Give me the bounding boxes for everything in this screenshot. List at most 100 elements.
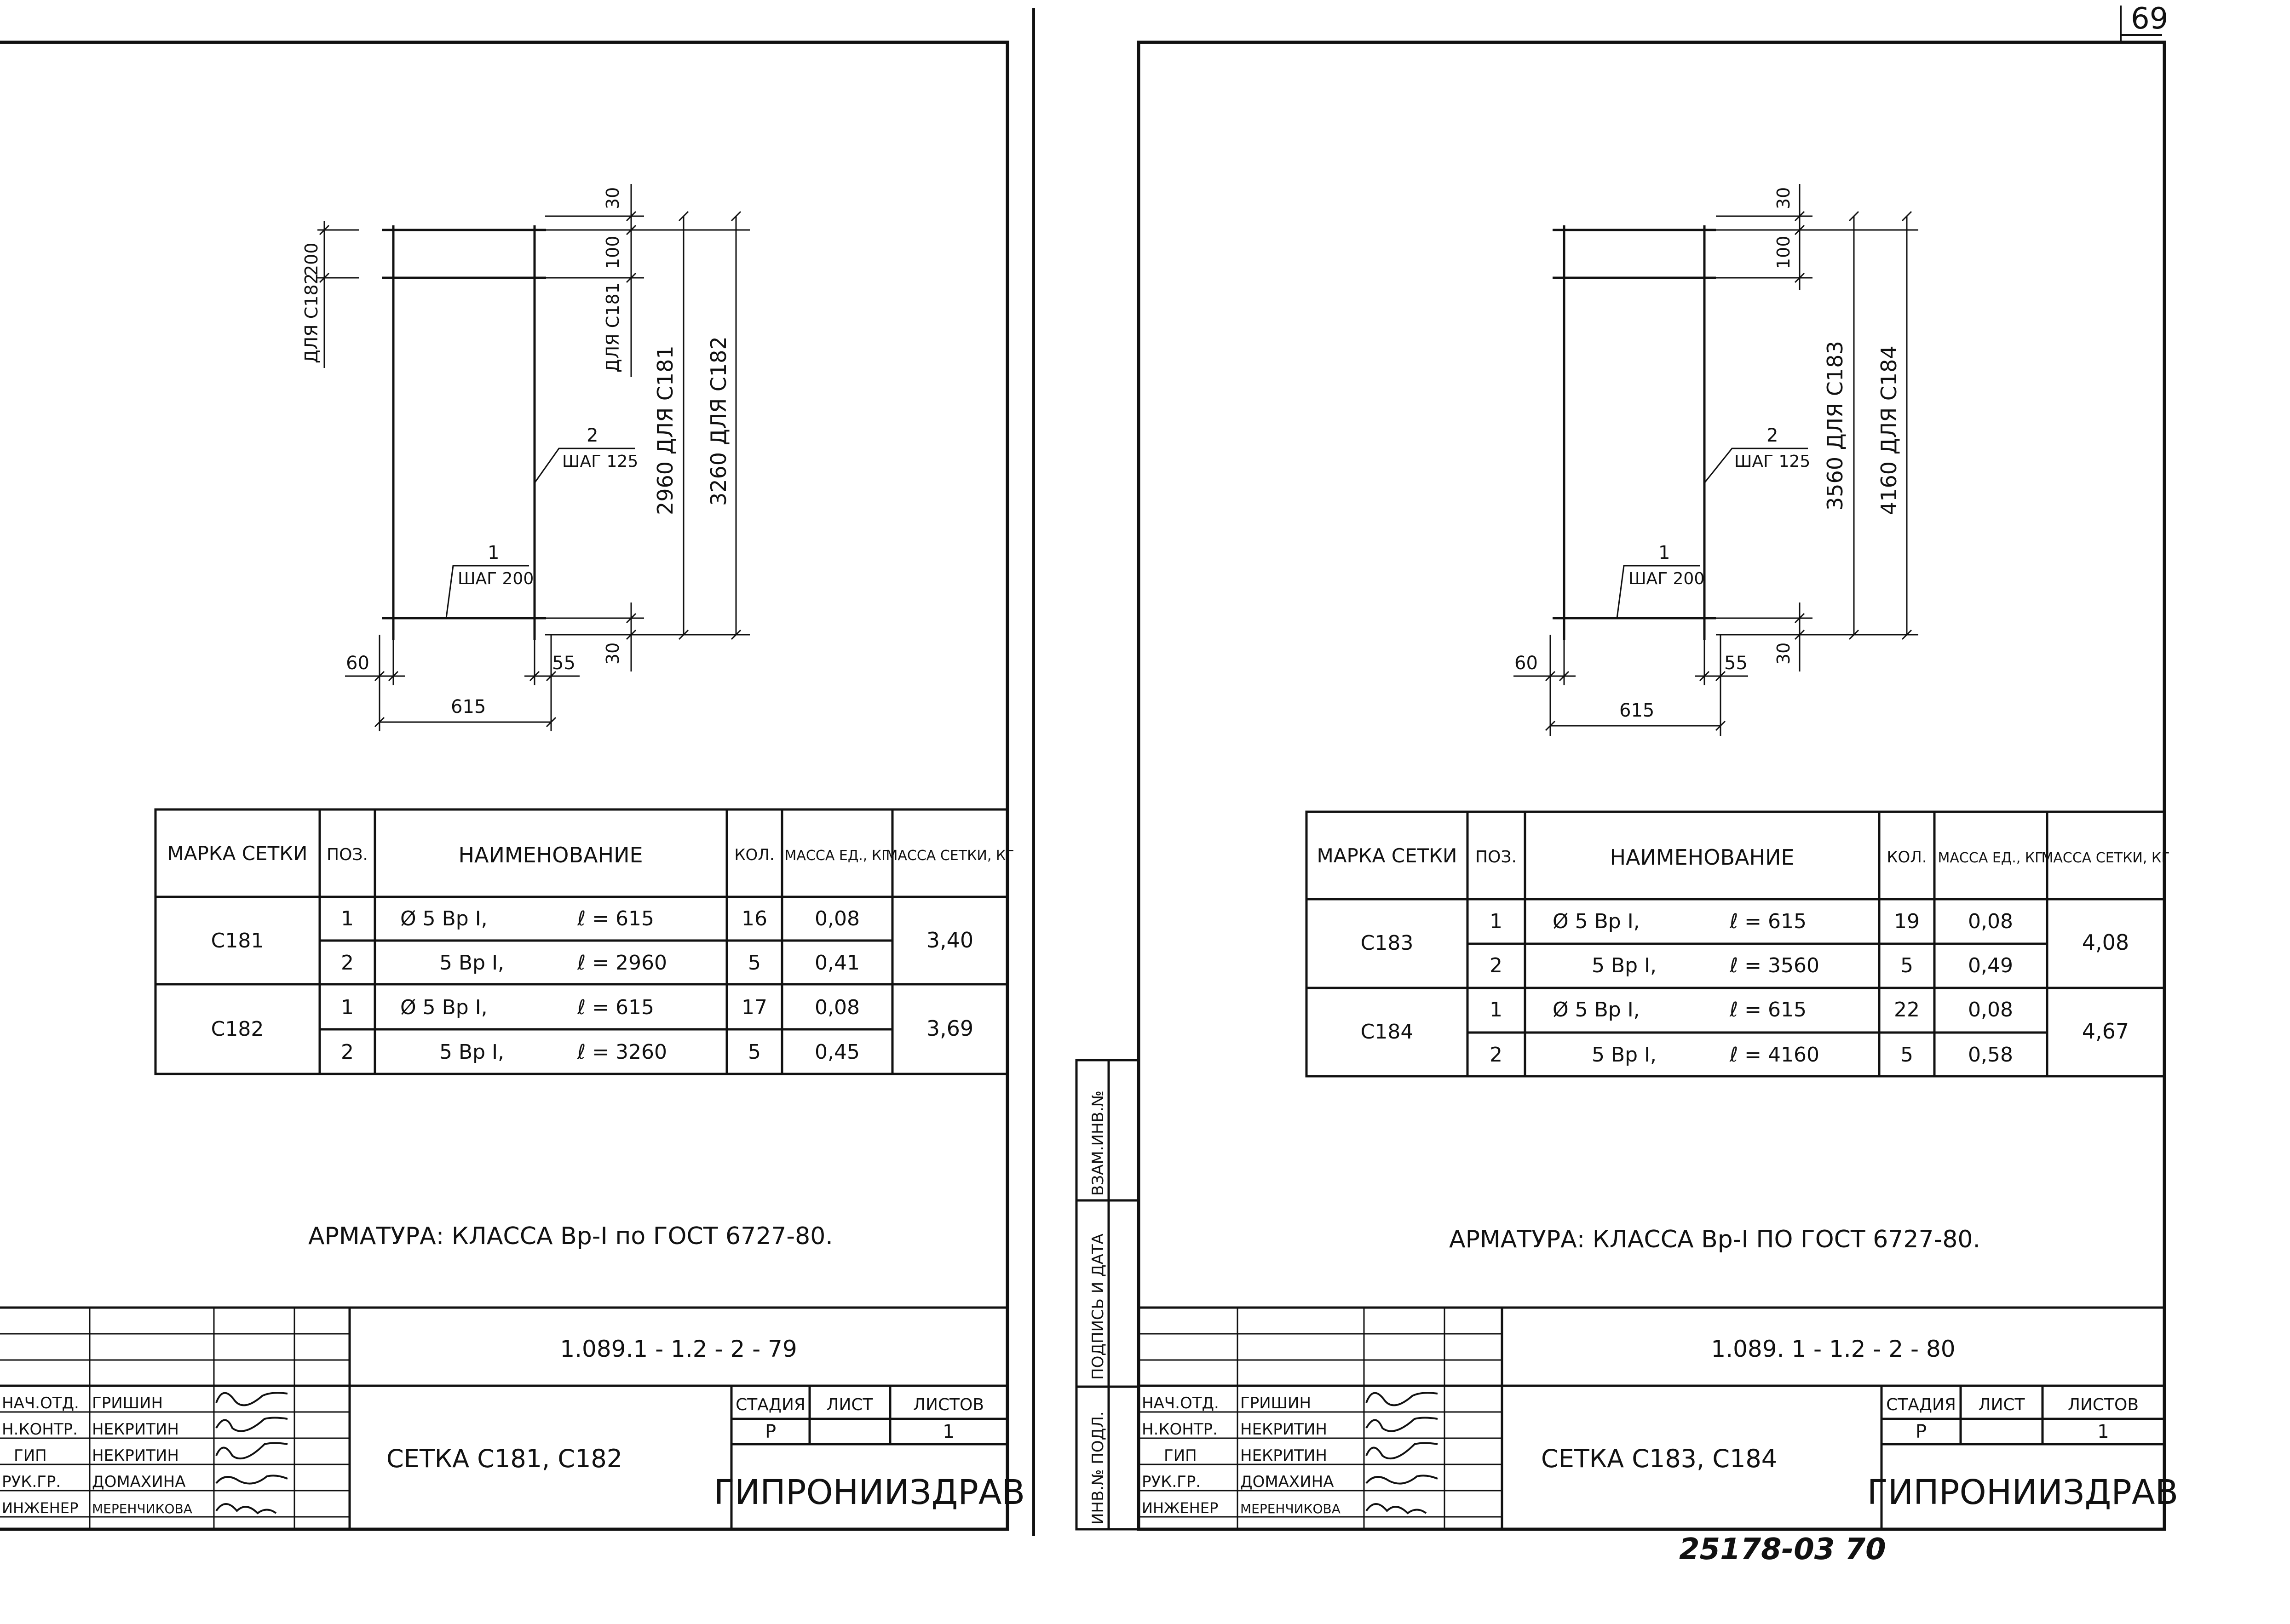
th-mark: МАРКА СЕТКИ [167, 842, 308, 865]
r-row1-total: 4,08 [2082, 930, 2129, 955]
sheet-label-left: ЛИСТ [826, 1395, 873, 1414]
r-row4-name: 5 Вр I, [1592, 1043, 1657, 1067]
r-row2-name: 5 Вр I, [1592, 954, 1657, 977]
right-dimensions: 30 100 3560 ДЛЯ С183 4160 ДЛЯ С184 30 60… [1514, 187, 1901, 721]
r-row2-pos: 2 [1490, 954, 1502, 977]
r-row2-qty: 5 [1900, 954, 1913, 977]
row2-qty: 5 [748, 951, 761, 975]
staff-name-1-right: ГРИШИН [1240, 1394, 1311, 1412]
row2-unit: 0,41 [815, 951, 860, 975]
step200-label-right: ШАГ 200 [1628, 569, 1704, 588]
row1-unit: 0,08 [815, 907, 860, 930]
dim-55-right: 55 [1724, 653, 1748, 674]
row2-pos: 2 [341, 951, 354, 975]
staff-name-5-right: МЕРЕНЧИКОВА [1240, 1501, 1341, 1516]
dim-bottom-right: 30 [1773, 643, 1794, 665]
staff-name-4-left: ДОМАХИНА [92, 1473, 185, 1491]
th-unit-mass: МАССА ЕД., КГ [785, 848, 890, 864]
doc-code-left: 1.089.1 - 1.2 - 2 - 79 [560, 1336, 797, 1362]
r-row3-unit: 0,08 [1968, 998, 2013, 1021]
step125-label-left: ШАГ 125 [562, 452, 638, 471]
label-for-s182: ДЛЯ С182 [301, 273, 322, 363]
row1-total: 3,40 [926, 928, 973, 953]
staff-role-1-left: НАЧ.ОТД. [2, 1394, 79, 1412]
row1-pos: 1 [341, 907, 354, 930]
r-row4-qty: 5 [1900, 1043, 1913, 1067]
sheets-label-left: ЛИСТОВ [913, 1395, 984, 1414]
row3-name: Ø 5 Вр I, [400, 996, 488, 1019]
staff-role-1-right: НАЧ.ОТД. [1142, 1394, 1219, 1412]
row1-mark: С181 [211, 929, 264, 953]
r-row3-name: Ø 5 Вр I, [1553, 998, 1640, 1021]
staff-name-3-right: НЕКРИТИН [1240, 1446, 1327, 1465]
org-right: ГИПРОНИИЗДРАВ [1867, 1473, 2179, 1512]
th-pos-r: ПОЗ. [1475, 848, 1517, 867]
dim-615-left: 615 [451, 696, 486, 717]
staff-name-2-left: НЕКРИТИН [92, 1420, 179, 1439]
right-spec-table: МАРКА СЕТКИ ПОЗ. НАИМЕНОВАНИЕ КОЛ. МАССА… [1317, 844, 2170, 1067]
sheet-label-right: ЛИСТ [1978, 1395, 2025, 1414]
dim-55-left: 55 [552, 653, 575, 674]
stage-value-left: Р [765, 1421, 776, 1442]
r-row1-mark: С183 [1361, 931, 1414, 955]
dim-length-b-left: 3260 ДЛЯ С182 [706, 336, 731, 506]
row3-mark: С182 [211, 1017, 264, 1041]
pos1-label-left: 1 [488, 542, 499, 563]
r-row4-len: ℓ = 4160 [1729, 1043, 1819, 1067]
row4-name: 5 Вр I, [439, 1040, 504, 1064]
r-row1-name: Ø 5 Вр I, [1553, 910, 1640, 933]
th-name: НАИМЕНОВАНИЕ [458, 843, 643, 867]
side-stamp-sign: ПОДПИСЬ И ДАТА [1089, 1234, 1107, 1380]
dim-top-right: 30 [1773, 187, 1794, 209]
th-mark-r: МАРКА СЕТКИ [1317, 844, 1457, 867]
page-number: 69 [2131, 2, 2168, 36]
th-unit-mass-r: МАССА ЕД., КГ [1938, 850, 2043, 866]
signature-marks [215, 1392, 1438, 1515]
stage-label-right: СТАДИЯ [1886, 1395, 1956, 1414]
staff-name-2-right: НЕКРИТИН [1240, 1420, 1327, 1439]
dim-bottom-left: 30 [603, 643, 623, 665]
r-row2-unit: 0,49 [1968, 954, 2013, 977]
th-qty: КОЛ. [734, 846, 774, 864]
dim-length-a-left: 2960 ДЛЯ С181 [653, 345, 678, 515]
r-row1-unit: 0,08 [1968, 910, 2013, 933]
pos1-label-right: 1 [1658, 542, 1670, 563]
r-row3-total: 4,67 [2082, 1019, 2129, 1044]
th-qty-r: КОЛ. [1887, 848, 1927, 867]
doc-code-right: 1.089. 1 - 1.2 - 2 - 80 [1711, 1336, 1955, 1362]
org-left: ГИПРОНИИЗДРАВ [714, 1473, 1025, 1512]
dim-100-left: 100 [603, 235, 623, 269]
th-total-mass: МАССА СЕТКИ, КГ [886, 848, 1014, 864]
r-row3-qty: 22 [1894, 998, 1920, 1021]
step125-label-right: ШАГ 125 [1734, 452, 1810, 471]
side-stamp-inv: ИНВ.№ ПОДЛ. [1089, 1411, 1107, 1525]
side-stamp: ИНВ.№ ПОДЛ. ПОДПИСЬ И ДАТА ВЗАМ.ИНВ.№ [1089, 1090, 1107, 1525]
staff-name-4-right: ДОМАХИНА [1240, 1473, 1334, 1491]
staff-role-2-right: Н.КОНТР. [1142, 1420, 1218, 1439]
th-name-r: НАИМЕНОВАНИЕ [1610, 845, 1794, 870]
left-spec-table: МАРКА СЕТКИ ПОЗ. НАИМЕНОВАНИЕ КОЛ. МАССА… [167, 842, 1014, 1064]
r-row3-pos: 1 [1490, 998, 1502, 1021]
staff-role-4-left: РУК.ГР. [2, 1473, 61, 1491]
sheets-label-right: ЛИСТОВ [2068, 1395, 2139, 1414]
row1-name: Ø 5 Вр I, [400, 907, 488, 930]
staff-name-3-left: НЕКРИТИН [92, 1446, 179, 1465]
r-row3-mark: С184 [1361, 1020, 1414, 1044]
left-note: АРМАТУРА: КЛАССА Вр-I по ГОСТ 6727-80. [308, 1222, 833, 1250]
doc-title-right: СЕТКА С183, С184 [1541, 1444, 1777, 1473]
left-dimensions: 30 100 ДЛЯ С181 200 ДЛЯ С182 2960 ДЛЯ С1… [301, 187, 731, 717]
staff-role-2-left: Н.КОНТР. [2, 1420, 78, 1439]
row4-pos: 2 [341, 1040, 354, 1064]
stage-value-right: Р [1916, 1421, 1927, 1442]
r-row1-qty: 19 [1894, 910, 1920, 933]
dim-top-left: 30 [603, 187, 623, 209]
th-total-mass-r: МАССА СЕТКИ, КГ [2042, 850, 2170, 866]
r-row4-unit: 0,58 [1968, 1043, 2013, 1067]
r-row3-len: ℓ = 615 [1729, 998, 1807, 1021]
sheets-value-left: 1 [943, 1421, 954, 1442]
pos2-label-left: 2 [587, 425, 598, 446]
stage-label-left: СТАДИЯ [736, 1395, 806, 1414]
row3-len: ℓ = 615 [577, 996, 654, 1019]
right-title-block: 1.089. 1 - 1.2 - 2 - 80 СЕТКА С183, С184… [1142, 1336, 2178, 1517]
